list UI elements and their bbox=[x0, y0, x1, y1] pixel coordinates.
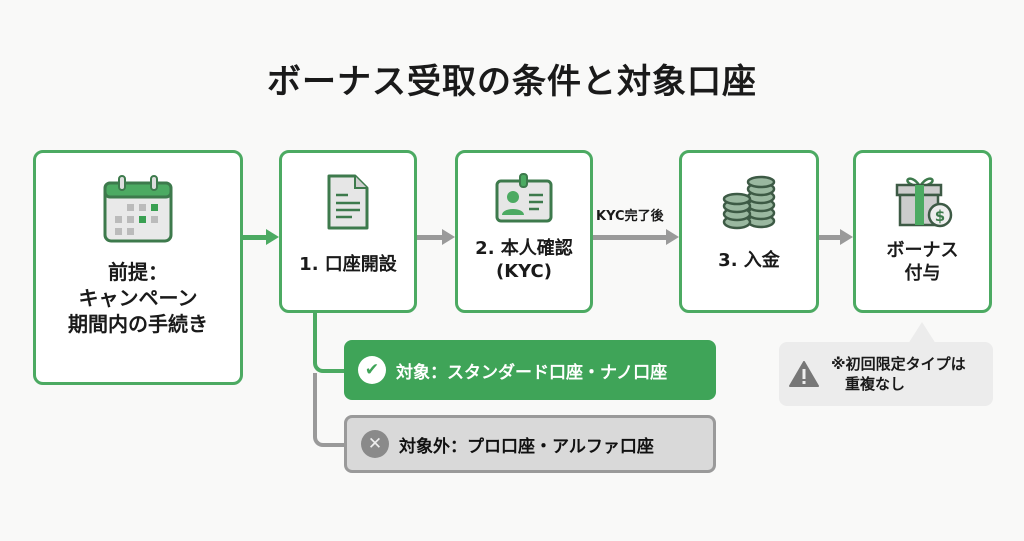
step-label: 付与 bbox=[904, 263, 941, 285]
coins-icon bbox=[722, 175, 776, 230]
warning-icon bbox=[789, 361, 819, 387]
step-label: 前提： bbox=[108, 260, 168, 284]
eligible-accounts: ✔ 対象：スタンダード口座・ナノ口座 bbox=[344, 340, 716, 400]
branch-line-gray bbox=[313, 373, 348, 447]
document-icon bbox=[327, 174, 369, 230]
id-card-icon bbox=[495, 173, 553, 223]
check-circle-icon: ✔ bbox=[358, 356, 386, 384]
arrow-green bbox=[243, 229, 279, 245]
gift-icon: $ bbox=[895, 177, 952, 228]
ineligible-accounts: ✕ 対象外：プロ口座・アルファ口座 bbox=[344, 415, 716, 473]
note-callout: ※初回限定タイプは 重複なし bbox=[779, 342, 993, 406]
step-label: ボーナス bbox=[886, 240, 959, 261]
note-text: ※初回限定タイプは bbox=[831, 354, 966, 373]
calendar-icon bbox=[103, 175, 173, 243]
step-account-opening: 1. 口座開設 bbox=[279, 150, 417, 313]
arrow-label: KYC完了後 bbox=[596, 209, 664, 224]
x-circle-icon: ✕ bbox=[361, 430, 389, 458]
arrow-gray bbox=[417, 229, 455, 245]
step-label: 1. 口座開設 bbox=[299, 254, 397, 275]
step-deposit: 3. 入金 bbox=[679, 150, 819, 313]
note-pointer bbox=[908, 322, 936, 344]
svg-text:$: $ bbox=[934, 207, 944, 225]
page-title: ボーナス受取の条件と対象口座 bbox=[267, 62, 757, 102]
arrow-gray bbox=[593, 229, 679, 245]
step-label: 3. 入金 bbox=[718, 250, 780, 271]
step-kyc: 2. 本人確認 (KYC) bbox=[455, 150, 593, 313]
step-label: (KYC) bbox=[495, 261, 552, 283]
branch-line-green bbox=[313, 313, 348, 373]
step-label: キャンペーン bbox=[78, 286, 198, 310]
eligible-text: 対象：スタンダード口座・ナノ口座 bbox=[396, 362, 668, 383]
arrow-gray bbox=[819, 229, 853, 245]
step-bonus-granted: $ ボーナス 付与 bbox=[853, 150, 992, 313]
step-label: 2. 本人確認 bbox=[475, 238, 573, 259]
step-label: 期間内の手続き bbox=[68, 312, 208, 336]
ineligible-text: 対象外：プロ口座・アルファ口座 bbox=[399, 436, 654, 457]
note-text: 重複なし bbox=[845, 375, 906, 393]
step-prerequisite: 前提： キャンペーン 期間内の手続き bbox=[33, 150, 243, 385]
